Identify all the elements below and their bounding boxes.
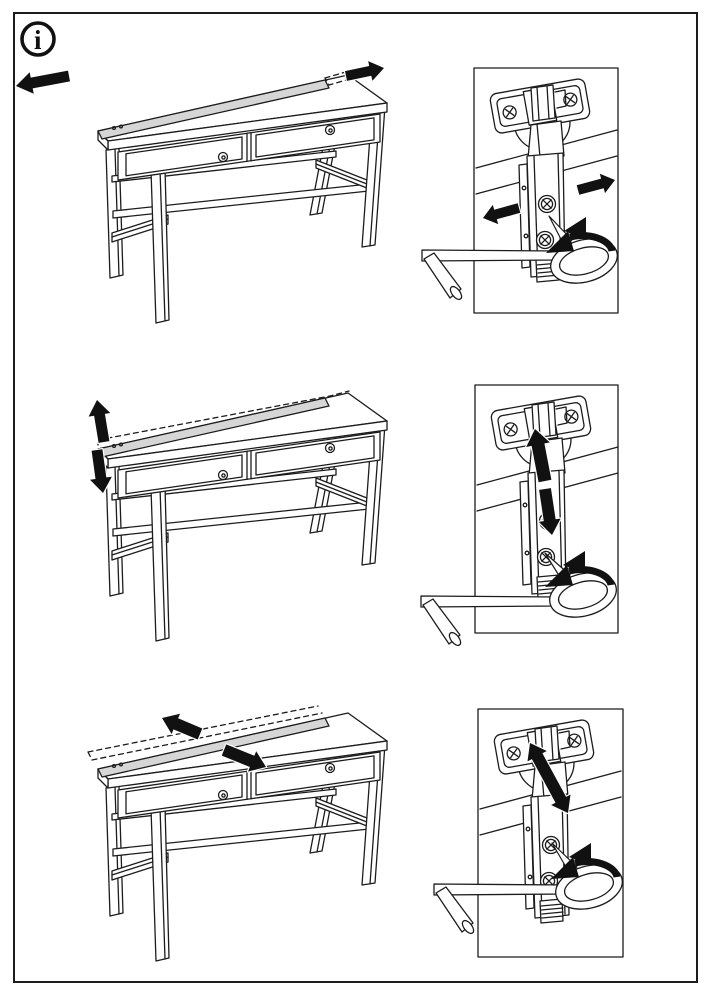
hinge-left-arrow-icon	[481, 201, 522, 226]
step-3-desk	[87, 705, 387, 961]
shift-back-arrow-icon	[160, 712, 204, 741]
step-2-desk	[87, 390, 387, 641]
raise-up-arrow-icon	[87, 398, 112, 445]
slide-right-arrow-icon	[343, 59, 386, 83]
page-border	[13, 12, 698, 983]
hinge-diagonal-double-arrow-icon	[526, 741, 572, 815]
step-1-desk	[14, 59, 387, 323]
step-2-hinge-panel	[420, 384, 621, 649]
slide-left-arrow-icon	[14, 69, 72, 96]
step-1-hinge-panel	[421, 67, 622, 314]
hinge-down-arrow-icon	[537, 486, 562, 537]
lower-down-arrow-icon	[88, 447, 114, 495]
hinge-right-arrow-icon	[575, 172, 617, 197]
step-3-hinge-panel	[433, 708, 627, 958]
hinge-up-arrow-icon	[525, 427, 553, 484]
info-icon: i	[20, 21, 56, 57]
shift-front-arrow-icon	[220, 743, 268, 773]
info-glyph: i	[34, 25, 42, 55]
